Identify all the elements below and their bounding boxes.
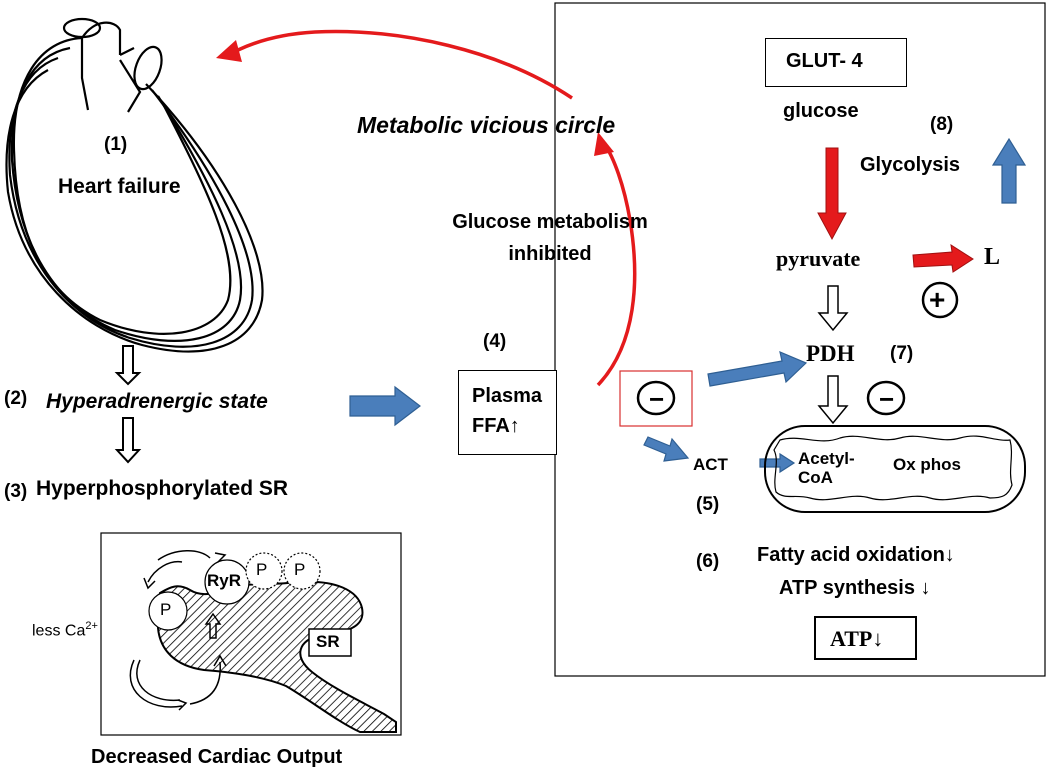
outlined-arrow-pdh-to-mito xyxy=(817,375,849,425)
step-number-1: (1) xyxy=(104,134,128,155)
blue-arrow-glycolysis-up xyxy=(991,137,1027,204)
plasma-label: Plasma xyxy=(472,385,543,407)
plasma-ffa-box: Plasma FFA↑ xyxy=(458,370,557,455)
blue-arrow-to-act xyxy=(643,436,690,462)
inset-curved-arrows xyxy=(129,550,227,711)
p-circles xyxy=(148,552,321,631)
sr-label: SR xyxy=(316,632,340,651)
oxphos-label: Ox phos xyxy=(893,455,962,474)
sr-label-box xyxy=(308,628,352,657)
acetyl-coa-label: Acetyl- CoA xyxy=(798,449,855,487)
glucose-inhibited-line-1: Glucose metabolism xyxy=(452,211,648,233)
pdh-label: PDH xyxy=(806,341,855,366)
step-number-5: (5) xyxy=(696,494,720,515)
atp-box: ATP↓ xyxy=(814,616,917,660)
decreased-output-label: Decreased Cardiac Output xyxy=(91,746,343,768)
ffa-minus-sign: − xyxy=(649,384,665,414)
step-number-4: (4) xyxy=(483,331,507,352)
glucose-label: glucose xyxy=(783,100,859,122)
red-arrow-glucose-to-pyruvate xyxy=(817,147,847,241)
blue-arrow-to-plasma xyxy=(349,385,421,427)
down-arrow-1 xyxy=(114,345,142,386)
phosphate-label-2: P xyxy=(256,560,268,579)
plus-circle xyxy=(921,281,959,319)
lactate-label: L xyxy=(984,244,1001,270)
mitochondrion xyxy=(764,425,1026,513)
step-number-6: (6) xyxy=(696,551,720,572)
acetyl-line: Acetyl- xyxy=(798,449,855,468)
blue-arrow-to-pdh xyxy=(707,350,808,387)
red-curve-metabolic-circle xyxy=(237,29,637,387)
glut4-box: GLUT- 4 xyxy=(765,38,907,87)
coa-line: CoA xyxy=(798,468,833,487)
glucose-inhibited-line-2: inhibited xyxy=(508,243,592,265)
red-arrowheads xyxy=(216,40,614,156)
step-number-7: (7) xyxy=(890,343,914,364)
ryr-label: RyR xyxy=(207,571,242,590)
pyruvate-label: pyruvate xyxy=(776,246,861,271)
phosphate-label-3: P xyxy=(294,560,306,579)
ffa-label: FFA↑ xyxy=(472,415,520,437)
glycolysis-label: Glycolysis xyxy=(860,154,961,176)
hyperphosphorylated-label: Hyperphosphorylated SR xyxy=(36,477,289,500)
glucose-inhibited-label: Glucose metabolism inhibited xyxy=(420,206,680,270)
step-number-3: (3) xyxy=(4,481,28,502)
step-number-8: (8) xyxy=(930,114,954,135)
outlined-arrow-pyruvate-to-pdh xyxy=(817,285,849,332)
red-arrow-pyruvate-to-lactate xyxy=(912,243,974,273)
atp-synthesis-label: ATP synthesis ↓ xyxy=(779,577,931,599)
heart-failure-label: Heart failure xyxy=(58,175,181,198)
phosphate-label: P xyxy=(160,600,172,619)
blue-arrow-to-acetyl xyxy=(759,452,796,474)
ffa-minus-circle xyxy=(636,380,676,416)
pdh-minus-circle xyxy=(866,380,906,416)
metabolic-circle-label: Metabolic vicious circle xyxy=(357,112,616,138)
plus-sign: + xyxy=(929,284,946,315)
metabolism-panel xyxy=(554,2,1046,677)
less-calcium-label: less Ca2+ xyxy=(32,620,98,640)
hyperadrenergic-label: Hyperadrenergic state xyxy=(46,390,268,413)
pdh-minus-sign: − xyxy=(879,384,895,414)
act-label: ACT xyxy=(693,455,728,474)
step-number-2: (2) xyxy=(4,388,28,409)
heart-drawing xyxy=(5,17,264,353)
down-arrow-2 xyxy=(114,417,142,464)
fatty-acid-label: Fatty acid oxidation↓ xyxy=(757,544,955,566)
